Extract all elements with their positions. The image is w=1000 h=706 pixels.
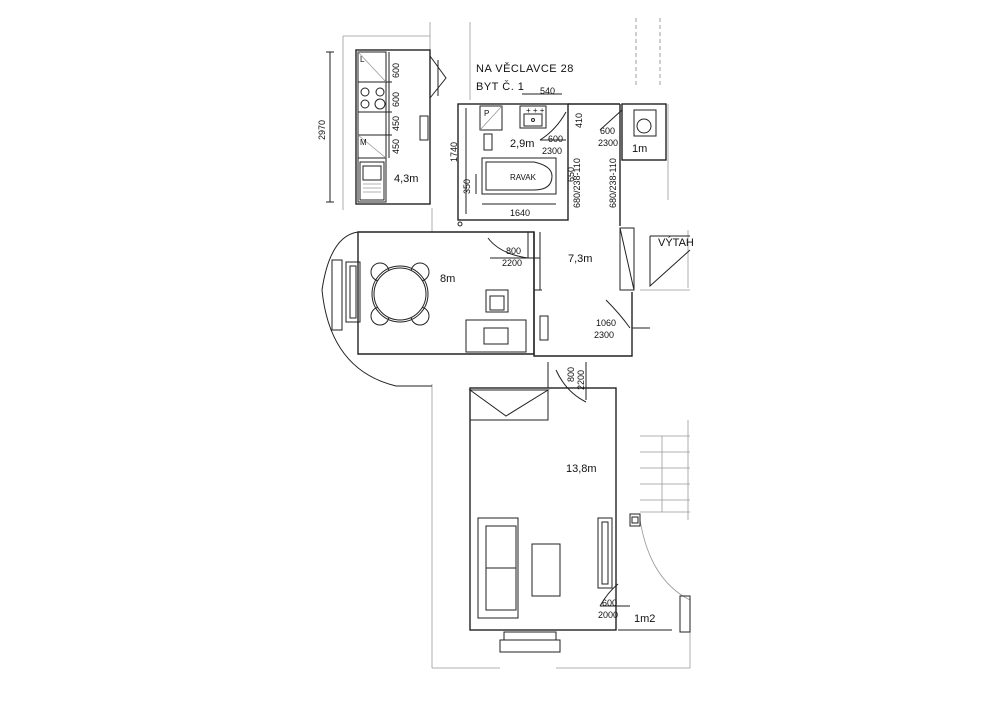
tv-unit-icon	[597, 517, 613, 589]
closet-door-width: 600	[602, 598, 617, 608]
lift-area: VÝTAH	[619, 227, 694, 291]
dining-door-width: 800	[506, 246, 521, 256]
bath-dim-540: 540	[540, 86, 555, 96]
building-outline	[342, 18, 691, 669]
kitchen-area: 4,3m	[394, 173, 418, 185]
wc-area: 1m	[632, 143, 647, 155]
niche-dim-2: 680/238-110	[608, 158, 618, 208]
sink-label: L	[360, 55, 365, 64]
cooktop-icon	[360, 87, 386, 110]
bathroom: P + + + 540 410 RAVAK 1740 350 1640 650 …	[449, 86, 584, 227]
hall: 1060 2300 7,3m	[533, 232, 650, 357]
fridge-label: M	[360, 138, 367, 147]
tub-label: RAVAK	[510, 173, 537, 182]
sofa-icon	[477, 517, 519, 619]
kitchen-dim-1: 600	[391, 63, 401, 78]
closet: 600 2000 1m2	[598, 583, 672, 631]
living-area: 13,8m	[566, 463, 597, 475]
bathroom-area: 2,9m	[510, 138, 534, 150]
title-apartment: BYT Č. 1	[476, 80, 524, 93]
bath-dim-1640: 1640	[510, 208, 530, 218]
dining-area: 8m	[440, 273, 455, 285]
wc: 600 2300 1m	[598, 103, 667, 161]
washbasin-icon: + + +	[519, 105, 547, 129]
closet-area: 1m2	[634, 613, 655, 625]
dining-room: 800 2200 8m	[321, 231, 549, 387]
kitchen-dim-4: 450	[391, 139, 401, 154]
desk-icon	[465, 289, 527, 353]
bathtub-icon: RAVAK	[481, 157, 557, 195]
entry-door-height: 2300	[594, 330, 614, 340]
living-door-width: 800	[566, 367, 576, 382]
bath-door-height: 2300	[542, 146, 562, 156]
kitchen-dim-3: 450	[391, 116, 401, 131]
bath-dim-650: 650	[566, 167, 576, 182]
kitchen-length-dim: 2970	[317, 120, 327, 140]
dining-table-icon	[370, 262, 430, 326]
bath-label: P	[484, 109, 489, 118]
closet-door-height: 2000	[598, 610, 618, 620]
living-room: 800 2200 13,8m	[468, 362, 641, 653]
dining-door-height: 2200	[502, 258, 522, 268]
lift-label: VÝTAH	[658, 236, 694, 249]
niche: 680/238-110 680/238-110	[568, 103, 621, 226]
kitchen-sink-icon	[359, 161, 385, 201]
bath-door-width: 600	[548, 134, 563, 144]
niche-dim: 680/238-110	[572, 158, 582, 208]
living-door-height: 2200	[576, 370, 586, 390]
title-address: NA VĚCLAVCE 28	[476, 62, 574, 75]
kitchen: L M 600 600 450 450 2970	[317, 49, 447, 205]
bath-dim-1740: 1740	[449, 142, 459, 162]
entry-door-width: 1060	[596, 318, 616, 328]
radiator-icon	[499, 631, 561, 653]
bath-dim-410: 410	[574, 113, 584, 128]
wc-door-width: 600	[600, 126, 615, 136]
hall-area: 7,3m	[568, 253, 592, 265]
svg-text:+ + +: + + +	[526, 106, 545, 115]
kitchen-dim-2: 600	[391, 92, 401, 107]
wc-door-height: 2300	[598, 138, 618, 148]
coffee-table-icon	[531, 543, 561, 597]
bath-dim-350: 350	[462, 179, 472, 194]
